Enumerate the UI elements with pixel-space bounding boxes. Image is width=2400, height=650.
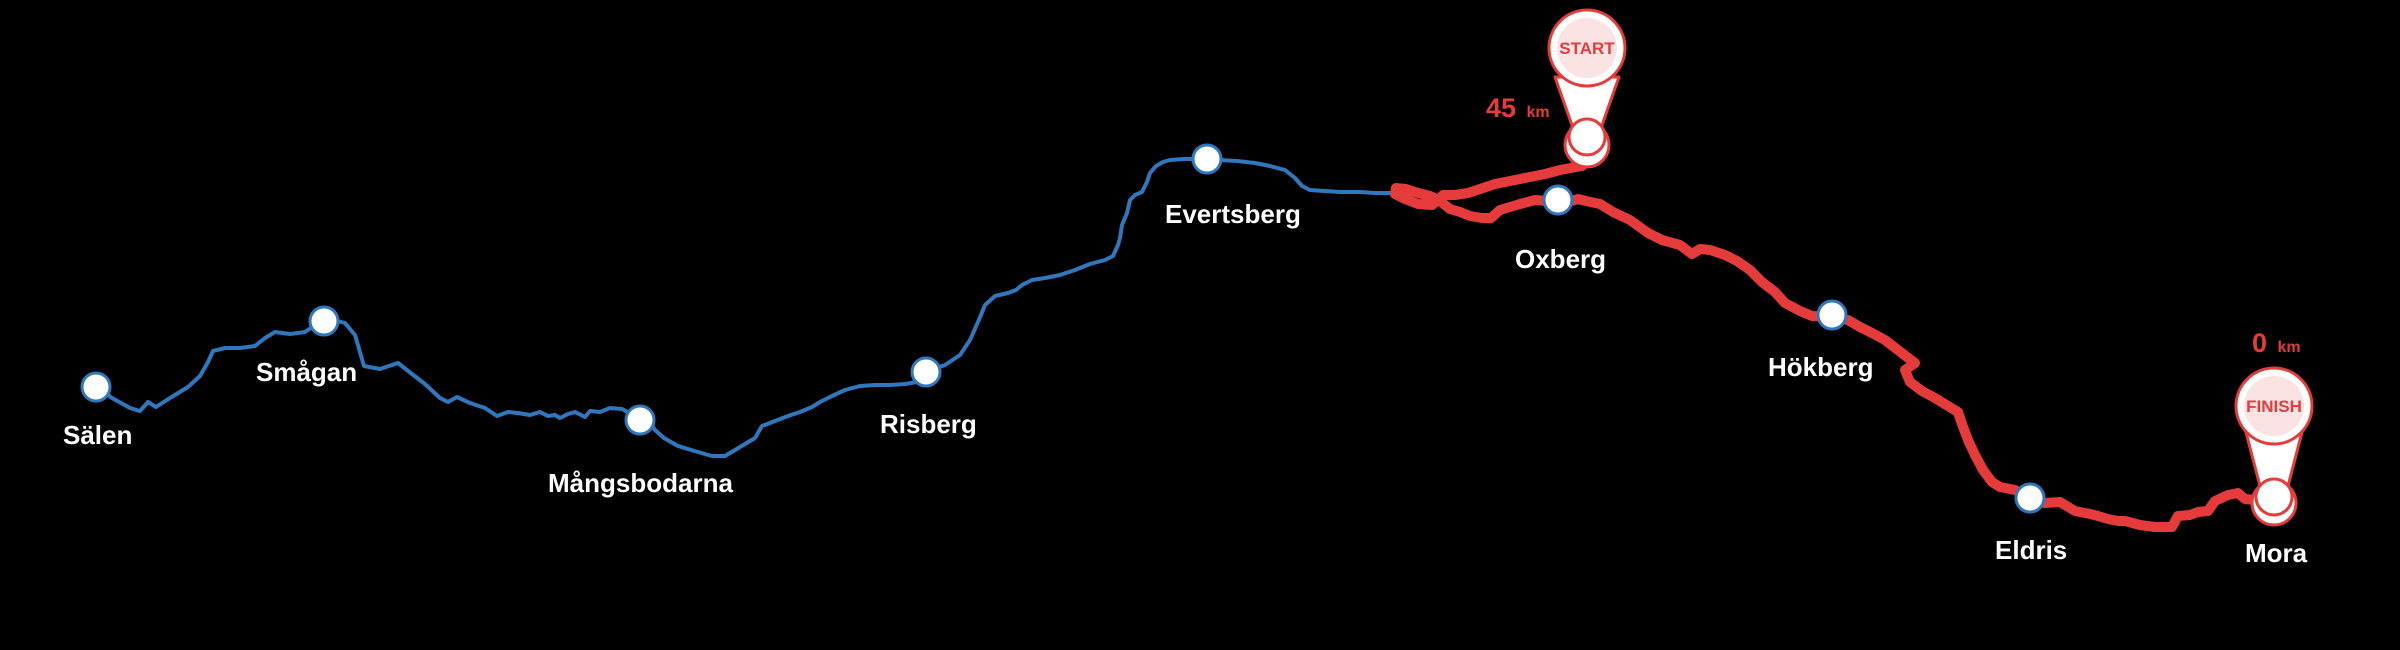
node-risberg[interactable] — [910, 356, 942, 388]
node-evertsberg[interactable] — [1191, 143, 1223, 175]
place-label-oxberg: Oxberg — [1515, 244, 1606, 274]
place-label-mangsbodarna: Mångsbodarna — [548, 468, 733, 498]
node-oxberg[interactable] — [1542, 184, 1574, 216]
place-label-mora: Mora — [2245, 538, 2308, 568]
place-label-hokberg: Hökberg — [1768, 352, 1873, 382]
place-label-smagan: Smågan — [256, 357, 357, 387]
node-hokberg[interactable] — [1816, 299, 1848, 331]
node-salen[interactable] — [80, 371, 112, 403]
node-mangsbodarna[interactable] — [624, 404, 656, 436]
place-label-eldris: Eldris — [1995, 535, 2067, 565]
place-label-evertsberg: Evertsberg — [1165, 199, 1301, 229]
start-pin-label: START — [1559, 39, 1615, 58]
finish-pin[interactable]: FINISH — [2234, 366, 2314, 527]
node-eldris[interactable] — [2014, 482, 2046, 514]
place-label-salen: Sälen — [63, 420, 132, 450]
place-label-risberg: Risberg — [880, 409, 977, 439]
finish-pin-label: FINISH — [2246, 397, 2302, 416]
start-distance: 45 km — [1486, 93, 1550, 123]
finish-distance: 0 km — [2252, 328, 2301, 358]
route-red-line — [1390, 132, 2275, 532]
node-smagan[interactable] — [308, 305, 340, 337]
start-pin[interactable]: START — [1547, 8, 1627, 169]
